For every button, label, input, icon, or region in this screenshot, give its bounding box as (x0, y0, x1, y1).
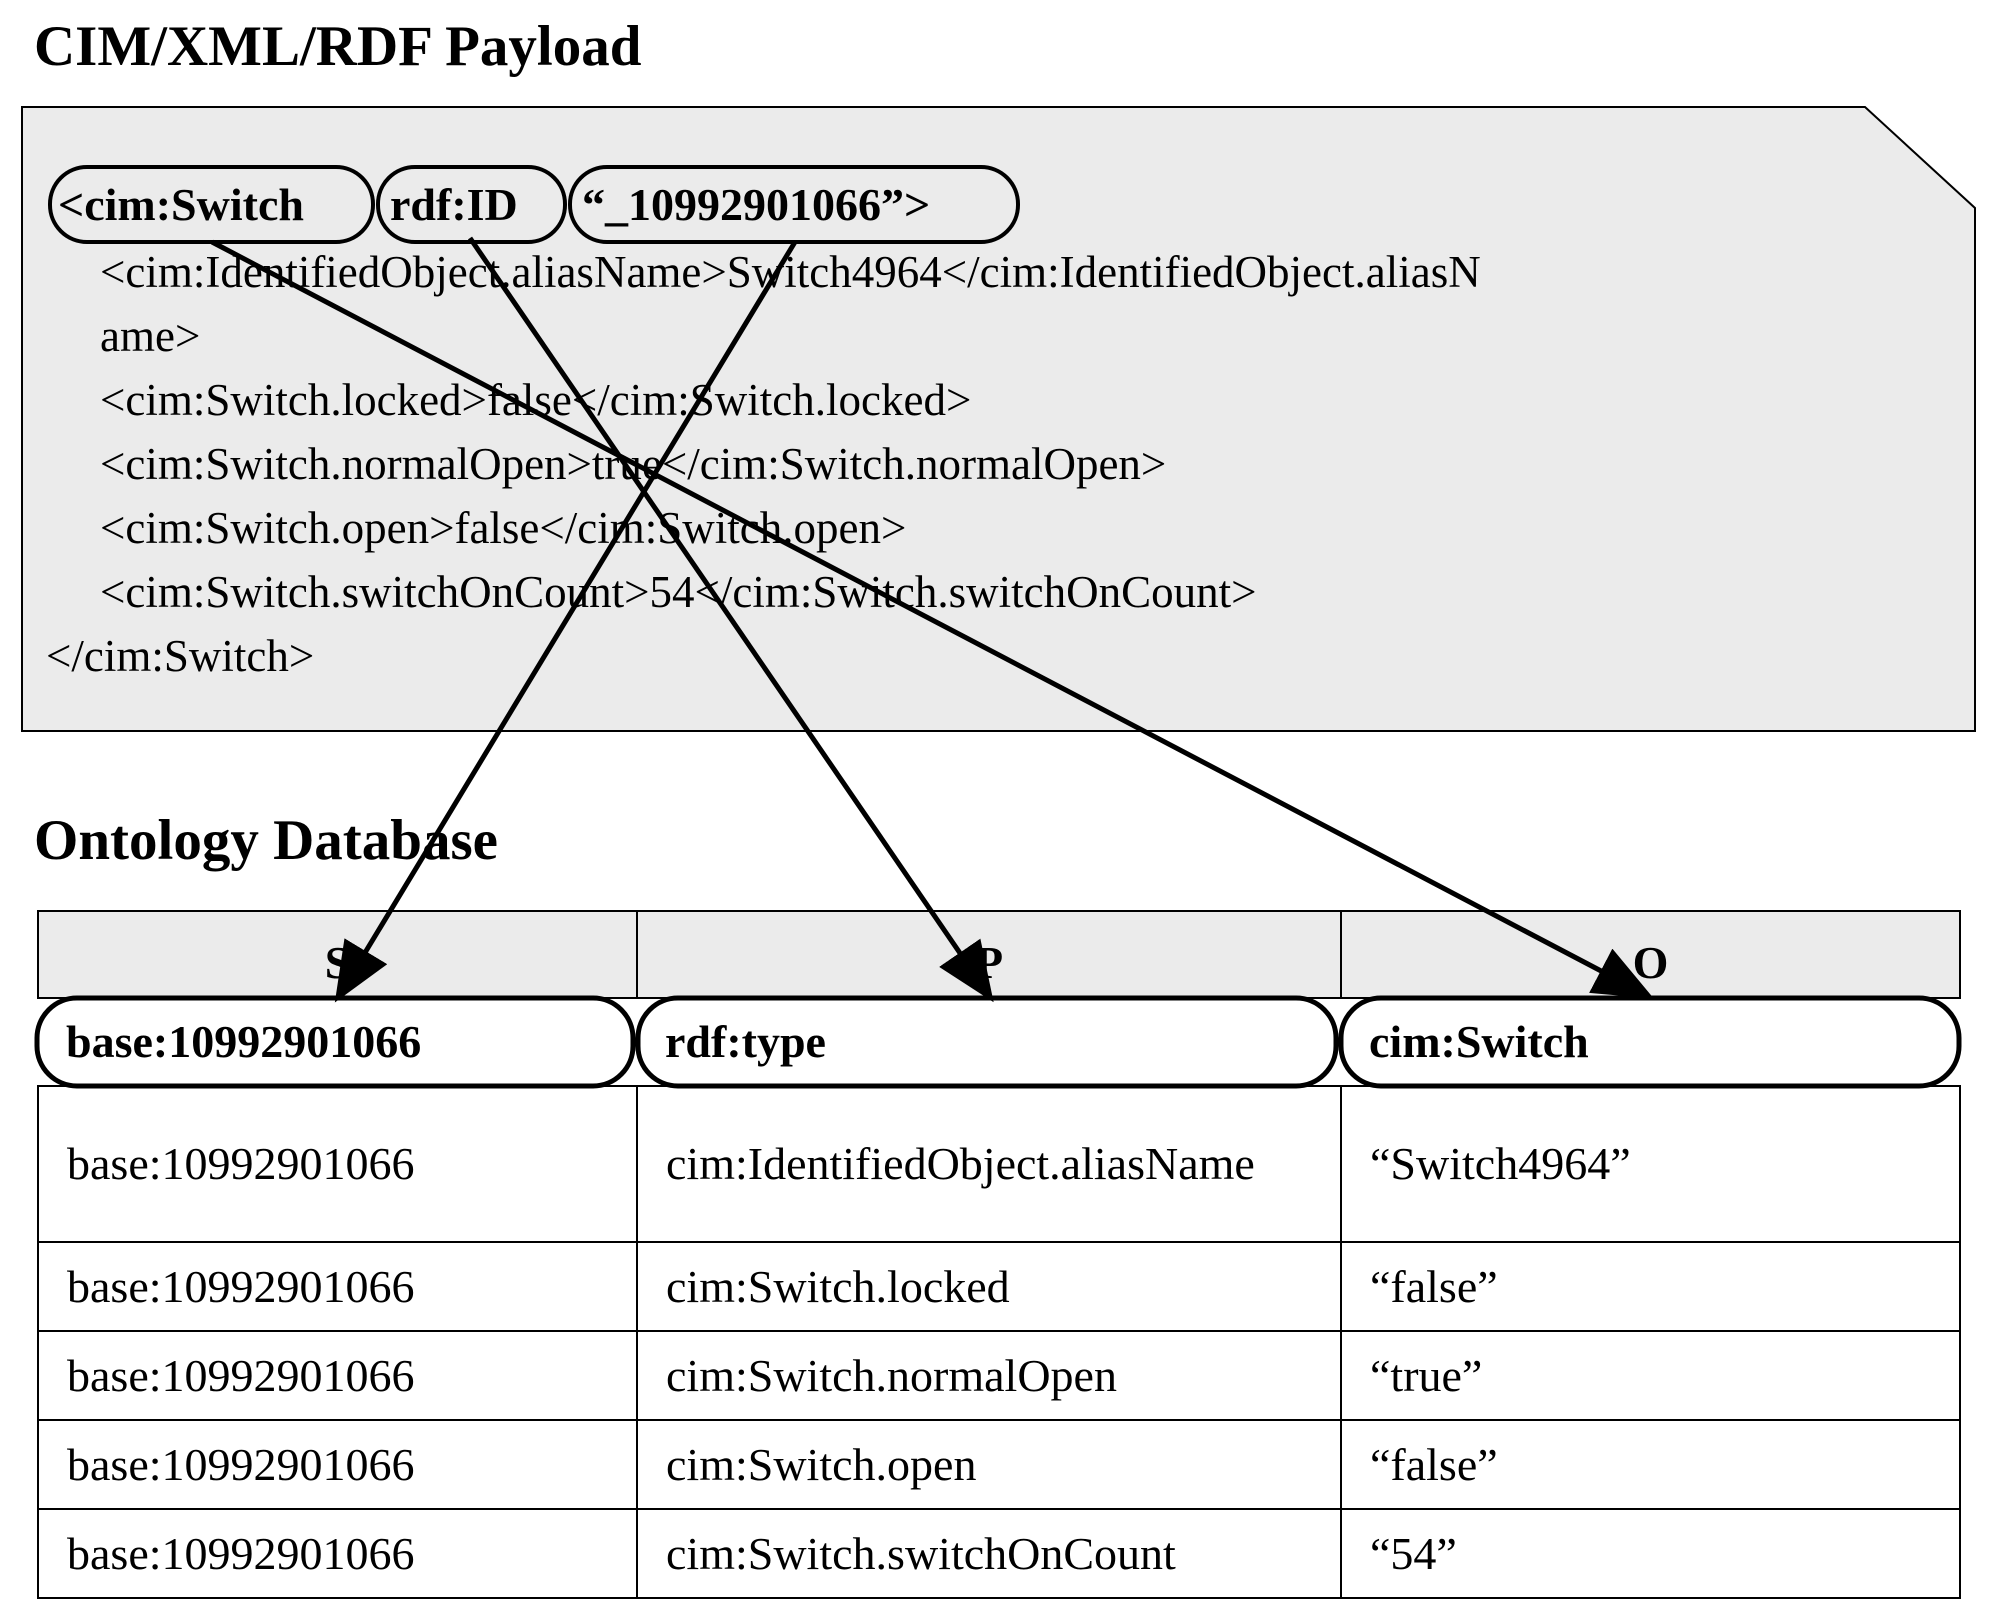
table-header-row: S P O (37, 910, 1961, 999)
cell-subject: base:10992901066 (37, 1241, 638, 1332)
highlight-object: cim:Switch (1341, 997, 1960, 1087)
highlight-subject: base:10992901066 (38, 997, 637, 1087)
table-row: base:10992901066 cim:Switch.switchOnCoun… (37, 1508, 1961, 1599)
cell-subject: base:10992901066 (37, 1085, 638, 1243)
column-header-object: O (1340, 910, 1961, 999)
table-row-highlight: base:10992901066 rdf:type cim:Switch (38, 997, 1960, 1087)
column-header-subject: S (37, 910, 638, 999)
payload-line: <cim:Switch.locked>false</cim:Switch.loc… (100, 375, 972, 425)
cell-predicate: cim:Switch.open (636, 1419, 1342, 1510)
cell-object: “Switch4964” (1340, 1085, 1961, 1243)
table-row: base:10992901066 cim:Switch.normalOpen “… (37, 1330, 1961, 1421)
cell-predicate: cim:Switch.switchOnCount (636, 1508, 1342, 1599)
payload-line: <cim:Switch.open>false</cim:Switch.open> (100, 503, 907, 553)
cell-predicate: cim:Switch.locked (636, 1241, 1342, 1332)
database-title: Ontology Database (34, 809, 498, 872)
cell-object: “false” (1340, 1419, 1961, 1510)
triple-table: S P O base:10992901066 rdf:type cim:Swit… (37, 910, 1961, 1599)
cell-object: “false” (1340, 1241, 1961, 1332)
highlight-predicate: rdf:type (637, 997, 1341, 1087)
payload-title: CIM/XML/RDF Payload (34, 15, 642, 78)
table-row: base:10992901066 cim:Switch.open “false” (37, 1419, 1961, 1510)
cell-predicate: cim:IdentifiedObject.aliasName (636, 1085, 1342, 1243)
payload-element-tag: <cim:Switch (58, 179, 304, 230)
cell-object: “54” (1340, 1508, 1961, 1599)
table-row: base:10992901066 cim:IdentifiedObject.al… (37, 1085, 1961, 1243)
cell-object: “true” (1340, 1330, 1961, 1421)
payload-line: <cim:IdentifiedObject.aliasName>Switch49… (100, 247, 1481, 297)
payload-line: <cim:Switch.switchOnCount>54</cim:Switch… (100, 567, 1257, 617)
payload-closing-tag: </cim:Switch> (46, 631, 315, 681)
cell-predicate: cim:Switch.normalOpen (636, 1330, 1342, 1421)
cell-subject: base:10992901066 (37, 1508, 638, 1599)
payload-line: ame> (100, 311, 201, 361)
payload-line: <cim:Switch.normalOpen>true</cim:Switch.… (100, 439, 1167, 489)
payload-attr-name: rdf:ID (390, 179, 518, 230)
payload-attr-value: “_10992901066”> (582, 179, 931, 230)
column-header-predicate: P (636, 910, 1342, 999)
table-row: base:10992901066 cim:Switch.locked “fals… (37, 1241, 1961, 1332)
cell-subject: base:10992901066 (37, 1330, 638, 1421)
cell-subject: base:10992901066 (37, 1419, 638, 1510)
